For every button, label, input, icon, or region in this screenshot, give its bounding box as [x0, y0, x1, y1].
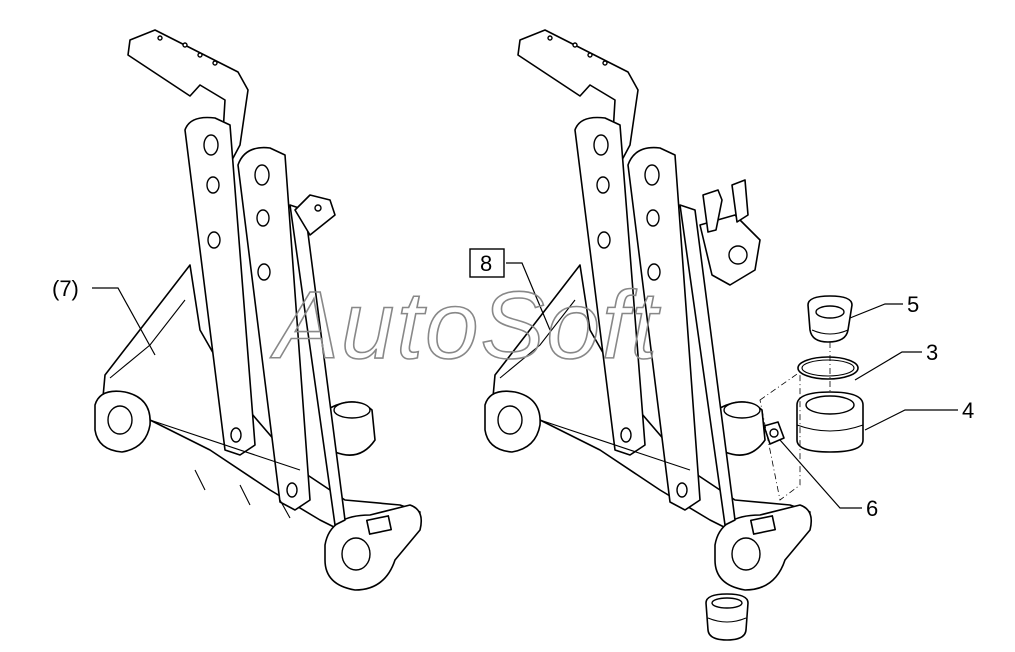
- left-front-plate: [184, 116, 256, 456]
- left-boss-bore: [333, 401, 371, 419]
- callout-7: (7): [52, 276, 79, 301]
- watermark: AutoSoft: [270, 272, 661, 379]
- right-rear-plate: [627, 146, 701, 511]
- leader-3: [854, 351, 922, 381]
- right-front-plate: [574, 116, 646, 456]
- center-line-box: [759, 371, 801, 501]
- left-bracket-assembly: [94, 29, 423, 591]
- leader-5: [849, 303, 903, 319]
- left-lug: [365, 515, 393, 535]
- callout-6: 6: [866, 496, 878, 521]
- callout-8: 8: [480, 251, 492, 276]
- right-side-bar: [679, 204, 736, 526]
- leader-6: [779, 439, 862, 509]
- right-bolt: [702, 189, 723, 233]
- right-pin: [731, 179, 749, 223]
- leader-8: [506, 262, 551, 331]
- left-small-bracket: [294, 194, 336, 236]
- callout-4: 4: [962, 398, 974, 423]
- leader-7: [92, 287, 156, 356]
- part-4-bearing: [796, 391, 864, 453]
- right-bracket-assembly: [484, 29, 813, 591]
- leader-4: [864, 409, 958, 431]
- left-lower-ear-hole: [341, 537, 371, 571]
- callout-3: 3: [926, 340, 938, 365]
- left-ear-hole: [107, 405, 133, 435]
- part-3-snap-ring: [797, 356, 859, 380]
- callout-5: 5: [907, 292, 919, 317]
- left-rear-plate: [237, 146, 311, 511]
- callout-8-box: [469, 248, 505, 278]
- bottom-bushing: [705, 593, 749, 641]
- part-5-bushing: [807, 295, 853, 343]
